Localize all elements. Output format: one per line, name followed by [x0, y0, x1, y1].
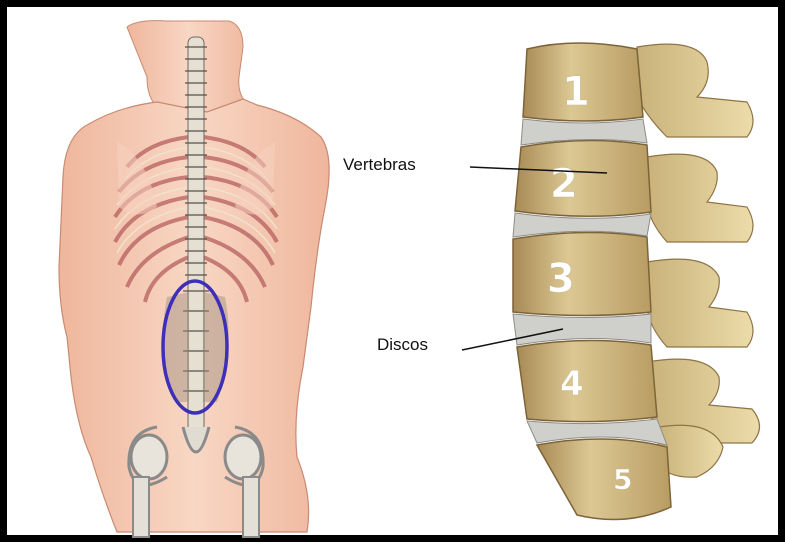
vertebra-number-3: 3 — [547, 256, 575, 302]
lumbar-spine-illustration: 1 2 3 4 5 — [462, 43, 760, 520]
torso-figure — [59, 21, 329, 537]
vertebras-label: Vertebras — [343, 155, 416, 175]
vertebra-body-2 — [515, 140, 651, 216]
vertebra-number-1: 1 — [562, 69, 590, 115]
vertebra-body-5 — [537, 439, 671, 520]
discos-label: Discos — [377, 335, 428, 355]
illustration: 1 2 3 4 5 — [7, 7, 785, 549]
vertebra-body-3 — [513, 232, 651, 315]
vertebra-number-2: 2 — [550, 161, 578, 207]
vertebra-number-5: 5 — [613, 463, 632, 496]
vertebra-number-4: 4 — [560, 364, 584, 404]
vertebra-body-4 — [517, 340, 657, 421]
